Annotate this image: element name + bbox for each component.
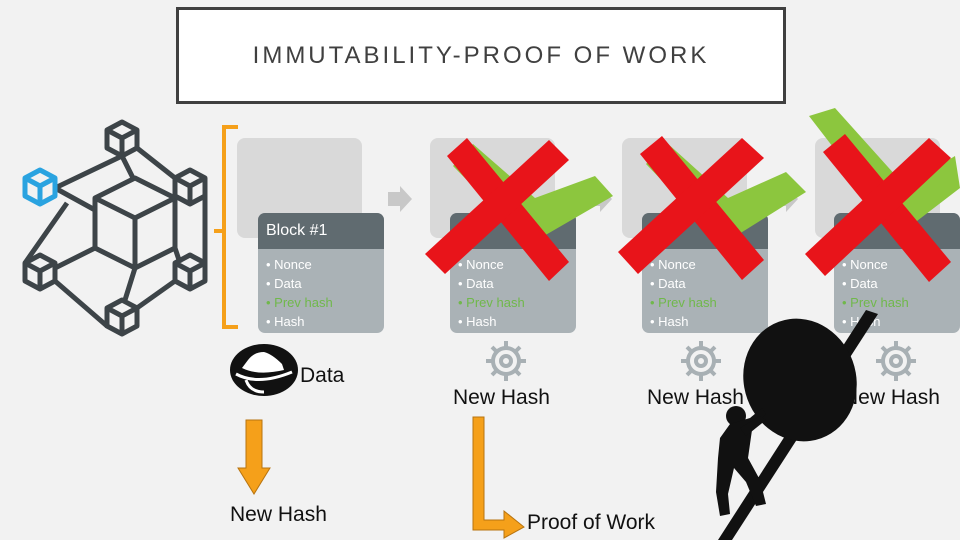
block-card-2: Nonce Data Prev hash Hash [450, 213, 576, 333]
block-field-hash: Hash [650, 312, 768, 331]
block-fields: Nonce Data Prev hash Hash [258, 255, 384, 331]
block-header [642, 213, 768, 249]
orange-bracket [214, 125, 238, 329]
block-fields: Nonce Data Prev hash Hash [834, 255, 960, 331]
new-hash-label-2: New Hash [647, 386, 744, 409]
new-hash-label-bottom: New Hash [230, 503, 327, 526]
block-header: Block #1 [258, 213, 384, 249]
block-field-hash: Hash [458, 312, 576, 331]
block-field-hash: Hash [266, 312, 384, 331]
block-field-nonce: Nonce [266, 255, 384, 274]
new-hash-label-3: New Hash [843, 386, 940, 409]
block-field-nonce: Nonce [842, 255, 960, 274]
page-title: IMMUTABILITY-PROOF OF WORK [252, 41, 710, 69]
block-field-prev-hash: Prev hash [842, 293, 960, 312]
arrow-right-icon [774, 186, 798, 212]
block-field-prev-hash: Prev hash [266, 293, 384, 312]
block-header [834, 213, 960, 249]
block-field-data: Data [650, 274, 768, 293]
arrow-right-icon [588, 186, 612, 212]
gear-icon [486, 341, 526, 381]
block-fields: Nonce Data Prev hash Hash [450, 255, 576, 331]
block-field-data: Data [266, 274, 384, 293]
block-field-prev-hash: Prev hash [458, 293, 576, 312]
arrow-right-icon [388, 186, 412, 212]
title-box: IMMUTABILITY-PROOF OF WORK [176, 7, 786, 104]
block-card-4: Nonce Data Prev hash Hash [834, 213, 960, 333]
block-header [450, 213, 576, 249]
block-field-data: Data [842, 274, 960, 293]
gear-icon [876, 341, 916, 381]
new-hash-label-1: New Hash [453, 386, 550, 409]
blockchain-cube-network-icon [22, 119, 208, 337]
block-field-prev-hash: Prev hash [650, 293, 768, 312]
block-card-1: Block #1 Nonce Data Prev hash Hash [258, 213, 384, 333]
block-field-nonce: Nonce [458, 255, 576, 274]
data-label: Data [300, 364, 345, 387]
proof-of-work-label: Proof of Work [527, 511, 655, 534]
block-field-data: Data [458, 274, 576, 293]
block-card-3: Nonce Data Prev hash Hash [642, 213, 768, 333]
gear-icon [681, 341, 721, 381]
arrow-down-icon [237, 419, 271, 495]
l-arrow-icon [472, 416, 525, 539]
redhat-logo-icon [230, 344, 298, 396]
block-fields: Nonce Data Prev hash Hash [642, 255, 768, 331]
block-field-hash: Hash [842, 312, 960, 331]
block-field-nonce: Nonce [650, 255, 768, 274]
